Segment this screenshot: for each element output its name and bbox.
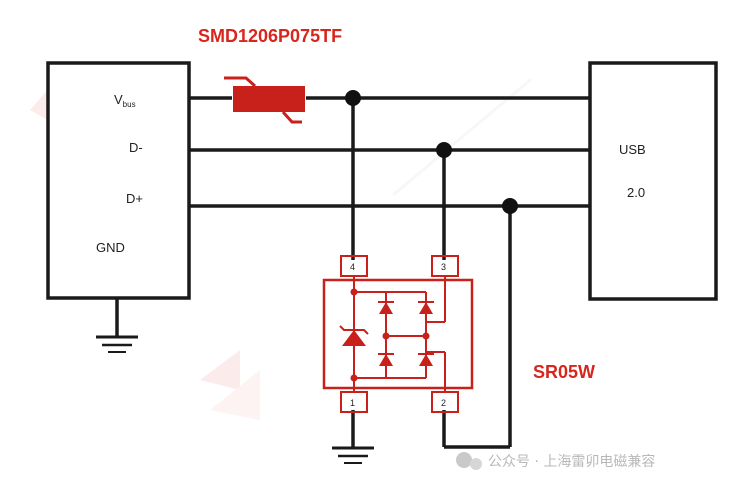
left-ground-symbol (96, 298, 138, 353)
vbus-label: Vbus (114, 92, 136, 109)
d-plus-label: D+ (126, 191, 143, 206)
usb-version-label: 2.0 (627, 185, 645, 200)
fuse-part-number: SMD1206P075TF (198, 26, 342, 46)
tvs-part-number: SR05W (533, 362, 595, 382)
pin-1-number: 1 (350, 398, 355, 408)
left-connector-box (46, 61, 191, 300)
polyfuse-symbol (224, 76, 305, 124)
usb-label: USB (619, 142, 646, 157)
watermark-footer-text: 公众号 · 上海雷卯电磁兼容 (488, 453, 655, 470)
vbus-junction-dot (345, 90, 361, 106)
pin-3-number: 3 (441, 262, 446, 272)
d-plus-junction-dot (502, 198, 518, 214)
pin-2-number: 2 (441, 398, 446, 408)
wechat-watermark: 公众号 · 上海雷卯电磁兼容 (456, 452, 655, 470)
usb-2-0-box (588, 61, 718, 301)
d-minus-label: D- (129, 140, 143, 155)
pin-4-number: 4 (350, 262, 355, 272)
tvs-array-sr05w: 4 3 1 2 (322, 255, 474, 413)
gnd-label: GND (96, 240, 125, 255)
tvs-ground-symbol (332, 446, 374, 464)
d-minus-junction-dot (436, 142, 452, 158)
